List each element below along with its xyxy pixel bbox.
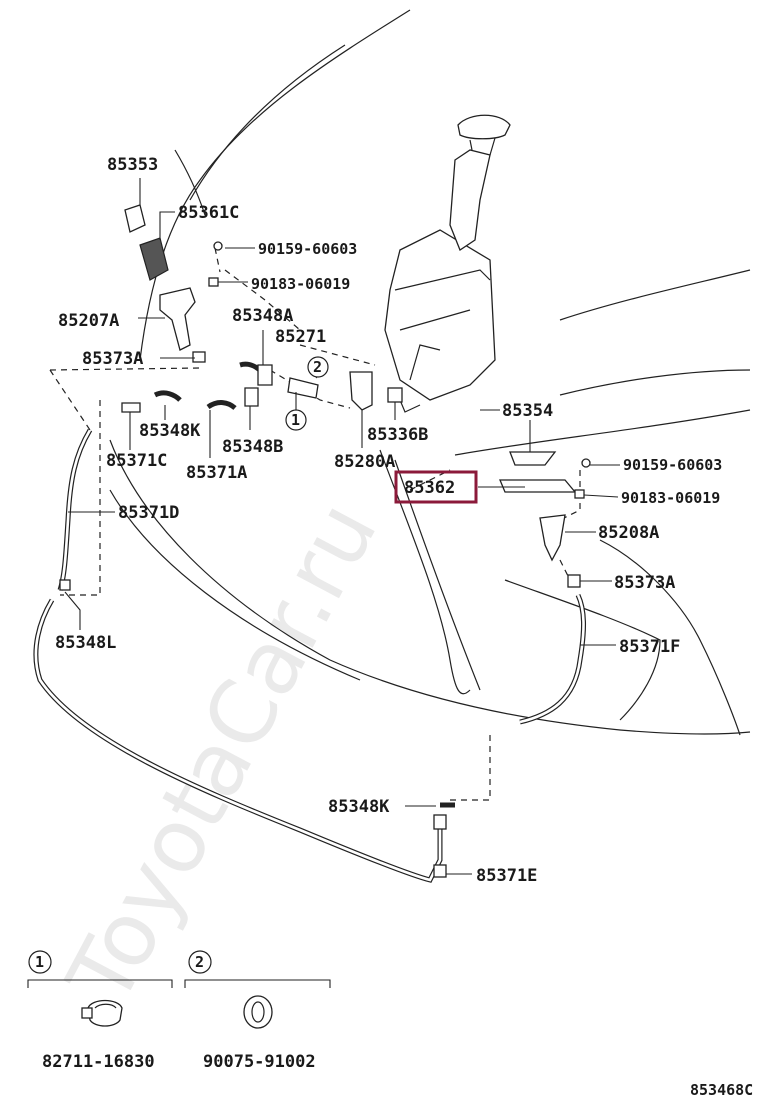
- highlight-box: [394, 470, 478, 504]
- callout-85373a-right: 85373A: [614, 573, 675, 593]
- inset-1: 1 82711-16830: [27, 950, 173, 1072]
- inset-2: 2 90075-91002: [184, 950, 331, 1072]
- diagram-code: 853468C: [690, 1081, 753, 1099]
- svg-text:1: 1: [291, 411, 300, 429]
- leader-lines: [64, 178, 620, 875]
- callout-85336b: 85336B: [367, 425, 428, 445]
- inset-2-part-number: 90075-91002: [203, 1052, 316, 1072]
- callout-85207a: 85207A: [58, 311, 119, 331]
- callout-85354: 85354: [502, 401, 553, 421]
- callout-85371d: 85371D: [118, 503, 179, 523]
- callout-90183-06019-lower: 90183-06019: [621, 489, 720, 507]
- ref-circle-2: 2: [307, 356, 329, 379]
- callout-85208a: 85208A: [598, 523, 659, 543]
- small-parts: [59, 204, 591, 878]
- callout-85348k-upper: 85348K: [139, 421, 201, 441]
- svg-text:2: 2: [195, 953, 204, 971]
- callout-labels: 85353 85361C 90159-60603 90183-06019 852…: [55, 155, 722, 886]
- callout-85348a: 85348A: [232, 306, 293, 326]
- callout-85371e: 85371E: [476, 866, 537, 886]
- callout-85373a-left: 85373A: [82, 349, 143, 369]
- callout-85348b: 85348B: [222, 437, 283, 457]
- svg-text:2: 2: [313, 358, 322, 376]
- callout-90159-60603-upper: 90159-60603: [258, 240, 357, 258]
- callout-85361c: 85361C: [178, 203, 239, 223]
- callout-85280a: 85280A: [334, 452, 395, 472]
- callout-85353: 85353: [107, 155, 158, 175]
- callout-90159-60603-lower: 90159-60603: [623, 456, 722, 474]
- svg-text:1: 1: [35, 953, 44, 971]
- washer-tank: [384, 114, 511, 413]
- callout-85271: 85271: [275, 327, 326, 347]
- vehicle-body-outline: [109, 9, 751, 736]
- callout-90183-06019-upper: 90183-06019: [251, 275, 350, 293]
- callout-85362: 85362: [404, 478, 455, 498]
- callout-85371f: 85371F: [619, 637, 680, 657]
- ref-circle-1: 1: [285, 392, 307, 431]
- callout-85371a: 85371A: [186, 463, 247, 483]
- callout-85371c: 85371C: [106, 451, 167, 471]
- callout-85348l: 85348L: [55, 633, 116, 653]
- inset-1-part-number: 82711-16830: [42, 1052, 155, 1072]
- callout-85348k-lower: 85348K: [328, 797, 390, 817]
- routing-dashes: [49, 247, 581, 801]
